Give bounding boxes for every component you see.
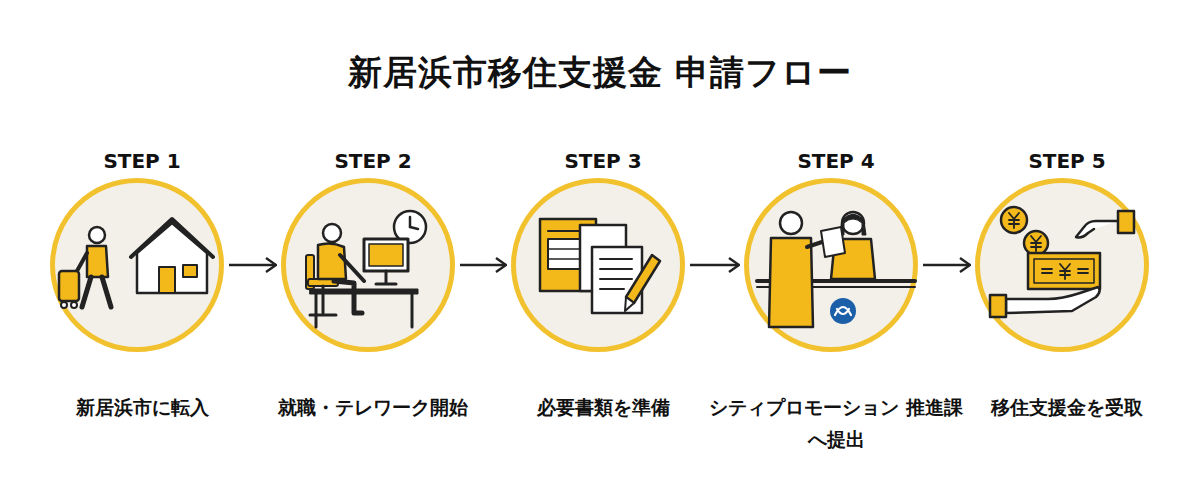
step-label: 新居浜市に転入 (12, 391, 272, 423)
step-number: STEP 4 (706, 149, 966, 173)
step-label: 必要書類を準備 (473, 391, 733, 423)
step-number: STEP 1 (12, 149, 272, 173)
flow-arrow (229, 264, 276, 266)
step-label: 移住支援金を受取 (937, 391, 1197, 423)
flow-arrow (923, 264, 970, 266)
step-circle: STEP 1新居浜市に転入 (50, 178, 224, 352)
step-number: STEP 2 (243, 149, 503, 173)
step-number: STEP 3 (473, 149, 733, 173)
step-label: 就職・テレワーク開始 (243, 391, 503, 423)
flow-arrow (460, 264, 506, 266)
step-circle: STEP 2就職・テレワーク開始 (281, 178, 455, 352)
step-circle: STEP 3必要書類を準備 (511, 178, 685, 352)
step-number: STEP 5 (937, 149, 1197, 173)
flow-arrow (690, 264, 739, 266)
diagram-title: 新居浜市移住支援金 申請フロー (0, 50, 1200, 96)
step-circle: STEP 5移住支援金を受取 (975, 178, 1149, 352)
step-label: シティプロモーション 推進課へ提出 (706, 391, 966, 455)
step-circle: STEP 4シティプロモーション 推進課へ提出 (744, 178, 918, 352)
